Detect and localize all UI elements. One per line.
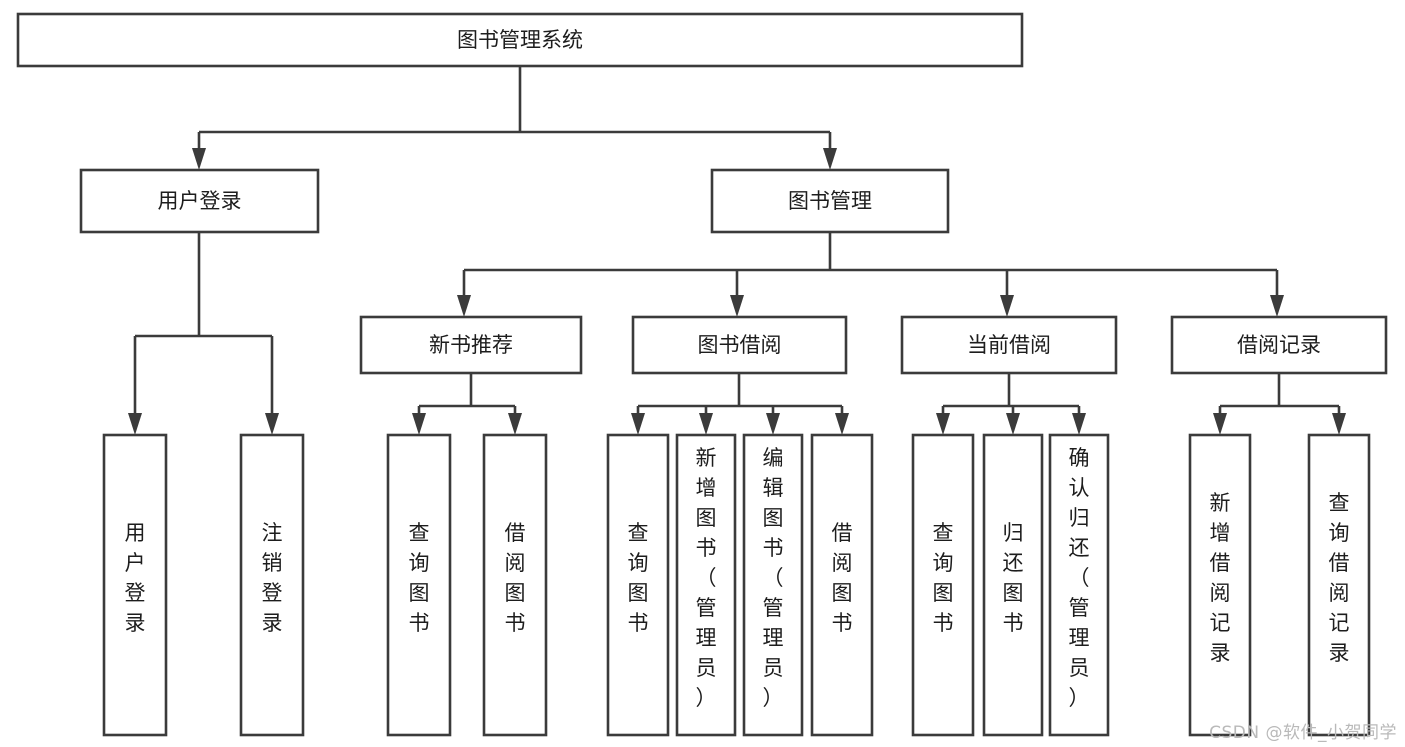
node-leaf-borrow-query-book[interactable]: 查询图书 [606,433,670,737]
arrow-head-icon [1006,413,1020,435]
arrow-head-icon [265,413,279,435]
arrow-head-icon [823,148,837,170]
arrow-head-icon [766,413,780,435]
arrow-head-icon [128,413,142,435]
node-box-leaf-user-logout[interactable] [239,433,305,737]
node-box-leaf-current-confirm-return[interactable] [1048,433,1110,737]
connector-conn-record-to-leaves [1213,373,1346,435]
node-label-leaf-borrow-edit-book: 编辑图书（管理员） [763,446,784,710]
node-leaf-current-query-book[interactable]: 查询图书 [911,433,975,737]
connectors-layer [128,66,1346,435]
node-borrow-record[interactable]: 借阅记录 [1170,315,1388,375]
node-label-leaf-recommend-query-book: 查询图书 [409,521,430,635]
node-label-leaf-record-add: 新增借阅记录 [1210,491,1231,665]
connector-conn-bookmgmt-to-level3 [457,232,1284,317]
node-box-leaf-record-query[interactable] [1307,433,1371,737]
connector-conn-userlogin-to-leaves [128,232,279,435]
node-leaf-borrow-borrow-book[interactable]: 借阅图书 [810,433,874,737]
node-box-leaf-borrow-borrow-book[interactable] [810,433,874,737]
node-box-leaf-current-query-book[interactable] [911,433,975,737]
connector-conn-recommend-to-leaves [412,373,522,435]
node-box-book-borrow[interactable] [631,315,848,375]
node-label-book-borrow: 图书借阅 [698,333,782,357]
node-label-leaf-record-query: 查询借阅记录 [1329,491,1350,665]
node-book-borrow[interactable]: 图书借阅 [631,315,848,375]
arrow-head-icon [936,413,950,435]
node-leaf-current-confirm-return[interactable]: 确认归还（管理员） [1048,433,1110,737]
node-label-leaf-current-return-book: 归还图书 [1003,521,1024,635]
node-label-leaf-borrow-query-book: 查询图书 [628,521,649,635]
node-box-user-login[interactable] [79,168,320,234]
node-box-new-book-recommend[interactable] [359,315,583,375]
node-leaf-user-logout[interactable]: 注销登录 [239,433,305,737]
arrow-head-icon [1213,413,1227,435]
node-label-leaf-user-login: 用户登录 [125,521,146,635]
arrow-head-icon [699,413,713,435]
arrow-head-icon [457,295,471,317]
node-box-leaf-record-add[interactable] [1188,433,1252,737]
node-box-leaf-recommend-query-book[interactable] [386,433,452,737]
node-box-borrow-record[interactable] [1170,315,1388,375]
node-leaf-record-add[interactable]: 新增借阅记录 [1188,433,1252,737]
arrow-head-icon [730,295,744,317]
node-box-leaf-current-return-book[interactable] [982,433,1044,737]
node-leaf-recommend-query-book[interactable]: 查询图书 [386,433,452,737]
arrow-head-icon [1000,295,1014,317]
node-label-root: 图书管理系统 [457,28,583,52]
node-label-leaf-current-confirm-return: 确认归还（管理员） [1069,446,1090,710]
arrow-head-icon [508,413,522,435]
node-label-book-management: 图书管理 [788,189,872,213]
node-box-current-borrow[interactable] [900,315,1118,375]
arrow-head-icon [631,413,645,435]
node-label-user-login: 用户登录 [158,189,242,213]
watermark-label: CSDN @软件_小贺同学 [1209,723,1397,743]
node-current-borrow[interactable]: 当前借阅 [900,315,1118,375]
node-new-book-recommend[interactable]: 新书推荐 [359,315,583,375]
node-box-book-management[interactable] [710,168,950,234]
node-leaf-current-return-book[interactable]: 归还图书 [982,433,1044,737]
node-label-borrow-record: 借阅记录 [1237,333,1321,357]
arrow-head-icon [1270,295,1284,317]
node-leaf-borrow-edit-book[interactable]: 编辑图书（管理员） [742,433,804,737]
arrow-head-icon [412,413,426,435]
arrow-head-icon [1332,413,1346,435]
node-box-leaf-user-login[interactable] [102,433,168,737]
node-label-leaf-borrow-borrow-book: 借阅图书 [832,521,853,635]
connector-conn-currentborrow-to-leaves [936,373,1086,435]
arrow-head-icon [835,413,849,435]
node-leaf-recommend-borrow-book[interactable]: 借阅图书 [482,433,548,737]
node-root[interactable]: 图书管理系统 [16,12,1024,68]
node-label-current-borrow: 当前借阅 [967,333,1051,357]
arrow-head-icon [1072,413,1086,435]
node-box-leaf-recommend-borrow-book[interactable] [482,433,548,737]
node-label-leaf-current-query-book: 查询图书 [933,521,954,635]
node-label-leaf-user-logout: 注销登录 [262,521,283,635]
node-label-new-book-recommend: 新书推荐 [429,333,513,357]
node-box-leaf-borrow-edit-book[interactable] [742,433,804,737]
connector-conn-root-to-level2 [192,66,837,170]
node-label-leaf-recommend-borrow-book: 借阅图书 [505,521,526,635]
nodes-layer: 图书管理系统用户登录图书管理新书推荐图书借阅当前借阅借阅记录用户登录注销登录查询… [16,12,1388,737]
node-user-login[interactable]: 用户登录 [79,168,320,234]
arrow-head-icon [192,148,206,170]
node-leaf-user-login[interactable]: 用户登录 [102,433,168,737]
node-label-leaf-borrow-add-book: 新增图书（管理员） [696,446,717,710]
node-book-management[interactable]: 图书管理 [710,168,950,234]
connector-conn-bookborrow-to-leaves [631,373,849,435]
node-box-leaf-borrow-add-book[interactable] [675,433,737,737]
node-leaf-borrow-add-book[interactable]: 新增图书（管理员） [675,433,737,737]
node-box-leaf-borrow-query-book[interactable] [606,433,670,737]
node-box-root[interactable] [16,12,1024,68]
node-leaf-record-query[interactable]: 查询借阅记录 [1307,433,1371,737]
